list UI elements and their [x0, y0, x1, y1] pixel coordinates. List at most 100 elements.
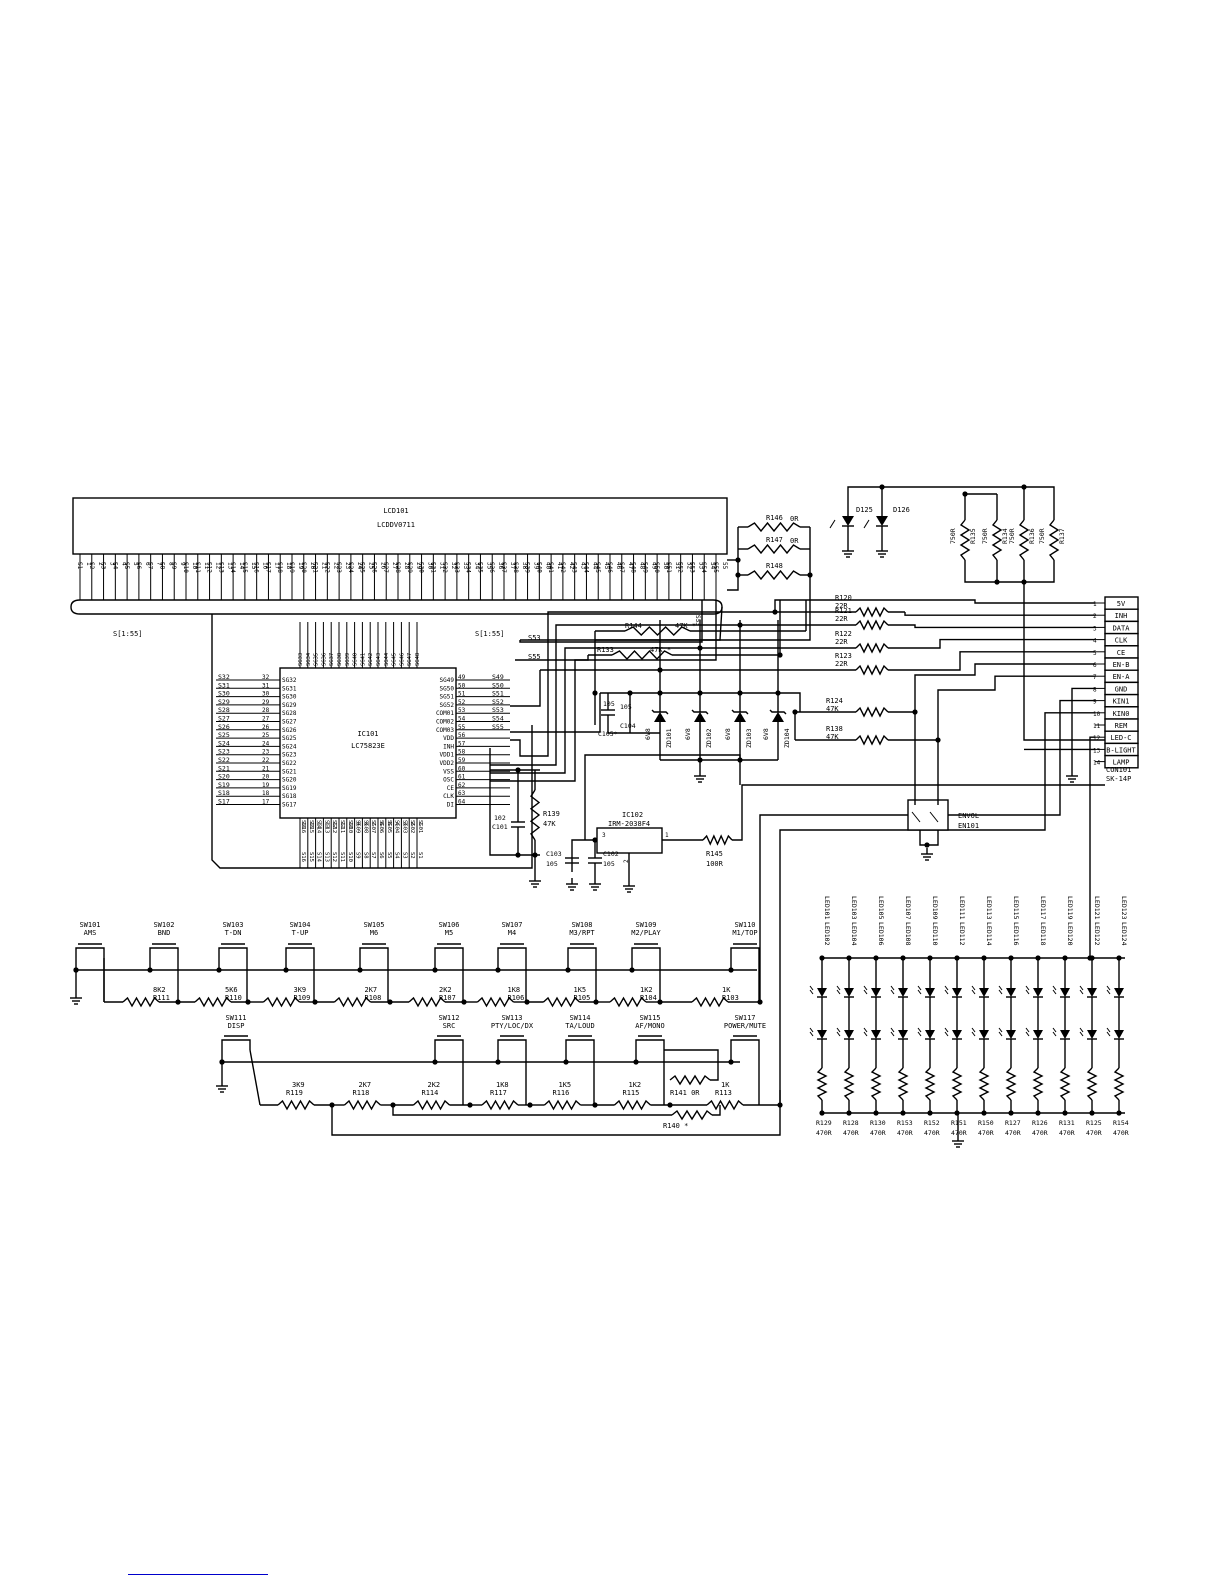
zener-ref-label: ZD101	[665, 728, 673, 748]
led-ray	[917, 1031, 922, 1037]
led-ray	[863, 1027, 868, 1033]
lcd-pin-net: S47	[618, 562, 625, 573]
zener-triangle	[694, 712, 706, 722]
ic101-body	[279, 667, 457, 819]
ic101-bottom-pin-name: SG04	[394, 820, 400, 834]
resistor-ref-label: R138	[826, 725, 843, 733]
zener-ref-label: ZD103	[745, 728, 753, 748]
con101-ref-label: CON101	[1106, 766, 1131, 774]
lcd-pin-net: S55	[712, 562, 719, 573]
lcd-pin-net: S24	[347, 562, 354, 573]
led-ray	[1106, 985, 1111, 991]
ic101-top-pin-name: SG40	[353, 653, 359, 666]
led-bottom-label: LED110	[931, 922, 939, 946]
junction-dot	[775, 690, 781, 696]
footer-link-underline[interactable]	[128, 1574, 268, 1575]
resistor-ref-label: R122	[835, 630, 852, 638]
lcd-pin-number: 15	[250, 562, 257, 570]
lcd-pin-net: S52	[677, 562, 684, 573]
con-gnd	[1071, 687, 1095, 770]
ic101-bottom-pin-name: SG15	[308, 820, 314, 833]
resistor-ref-label: R118	[353, 1089, 370, 1097]
ic101-right-pin-name: CE	[447, 785, 455, 792]
switch-contacts	[221, 1039, 251, 1050]
lcd-pin-number: 29	[415, 562, 422, 570]
zener-ref-label: ZD102	[705, 728, 713, 748]
led-top-label: LED109	[931, 896, 939, 920]
switch-name-label: M1/TOP	[732, 929, 757, 937]
led-ray	[1025, 1031, 1030, 1037]
lcd-pin-net: S48	[630, 562, 637, 573]
lcd-pin-number: 30	[427, 562, 434, 570]
junction-dot	[592, 837, 598, 843]
ic101-bottom-num: 5	[386, 822, 392, 825]
led-resistor-zigzag	[1059, 1067, 1071, 1101]
resistor-value-label: 100R	[706, 860, 724, 868]
resistor-ref-label: R146	[766, 514, 783, 522]
ic101-bottom-num: 13	[323, 822, 329, 829]
lcd-pin-number: 13	[226, 562, 233, 570]
junction-dot	[283, 967, 289, 973]
resistor-ref-label: R110	[225, 994, 242, 1002]
ground-icon	[70, 992, 82, 1005]
led-top-label: LED101	[823, 896, 831, 920]
led-resistor-value-label: 470R	[1032, 1129, 1048, 1137]
resistor-ref-label: R117	[490, 1089, 507, 1097]
led-ray	[1079, 985, 1084, 991]
switch-contacts	[635, 1039, 665, 1050]
led-bottom-label: LED104	[850, 922, 858, 946]
lcd-pin-net: S2	[88, 562, 95, 570]
resistor-r115	[614, 1099, 651, 1111]
led-bottom-label: LED120	[1066, 922, 1074, 946]
lcd-pin-net: S51	[665, 562, 672, 573]
ic101-bottom-pin-name: SG14	[316, 820, 322, 834]
resistor-ref-label: R115	[623, 1089, 640, 1097]
lcd-pin-number: 4	[120, 562, 127, 566]
led-ray	[1025, 989, 1030, 995]
junction-dot	[216, 967, 222, 973]
junction-dot	[357, 967, 363, 973]
resistor-r140	[671, 1109, 713, 1121]
ic-wire	[510, 670, 541, 707]
ic101-left-pin-net: S27	[218, 715, 230, 723]
resistor-value-label: 1K	[722, 986, 731, 994]
lcd-pin-number: 28	[403, 562, 410, 570]
lcd-pin-net: S40	[535, 562, 542, 573]
ic101-bottom-pin-name: SG05	[386, 820, 392, 833]
resistor-r134	[991, 519, 1003, 561]
zener-triangle	[772, 712, 784, 722]
resistor-ref-label: R104	[640, 994, 657, 1002]
resistor-ref-label: R119	[286, 1089, 303, 1097]
ic101-bottom-num: 6	[378, 822, 384, 825]
resistor-r106	[477, 996, 514, 1008]
lcd-pin-net: S31	[429, 562, 436, 573]
led-ray	[971, 989, 976, 995]
con101-pin-number: 8	[1093, 686, 1097, 693]
diode-d126-label: D126	[893, 506, 910, 514]
ic101-right-pin-net: S55	[492, 723, 504, 731]
led-resistor-ref-label: R154	[1113, 1119, 1129, 1127]
lcd-pin-net: S49	[641, 562, 648, 573]
ic101-left-pin-number: 32	[262, 674, 270, 681]
con101-pin-label: 5V	[1117, 600, 1126, 608]
led-triangle	[979, 1030, 989, 1039]
resistor-ref-label: R147	[766, 536, 783, 544]
lcd-pin-net: S3	[100, 562, 107, 570]
led-triangle	[871, 988, 881, 997]
resistor-ref-label: R144	[625, 622, 642, 630]
switch-contacts	[359, 947, 389, 958]
wire	[249, 1049, 261, 1106]
switch-ref-label: SW111	[225, 1014, 246, 1022]
led-ray	[917, 989, 922, 995]
lcd-pin-number: 41	[556, 562, 563, 570]
lcd-pin-net: S39	[524, 562, 531, 573]
resistor-r118	[344, 1099, 381, 1111]
junction-dot	[924, 842, 930, 848]
switch-ref-label: SW103	[222, 921, 243, 929]
led-triangle	[898, 988, 908, 997]
led-triangle	[898, 1030, 908, 1039]
junction-dot	[697, 757, 703, 763]
led-resistor-value-label: 470R	[924, 1129, 940, 1137]
ic101-left-pin-net: S18	[218, 789, 230, 797]
led-ray	[917, 1027, 922, 1033]
